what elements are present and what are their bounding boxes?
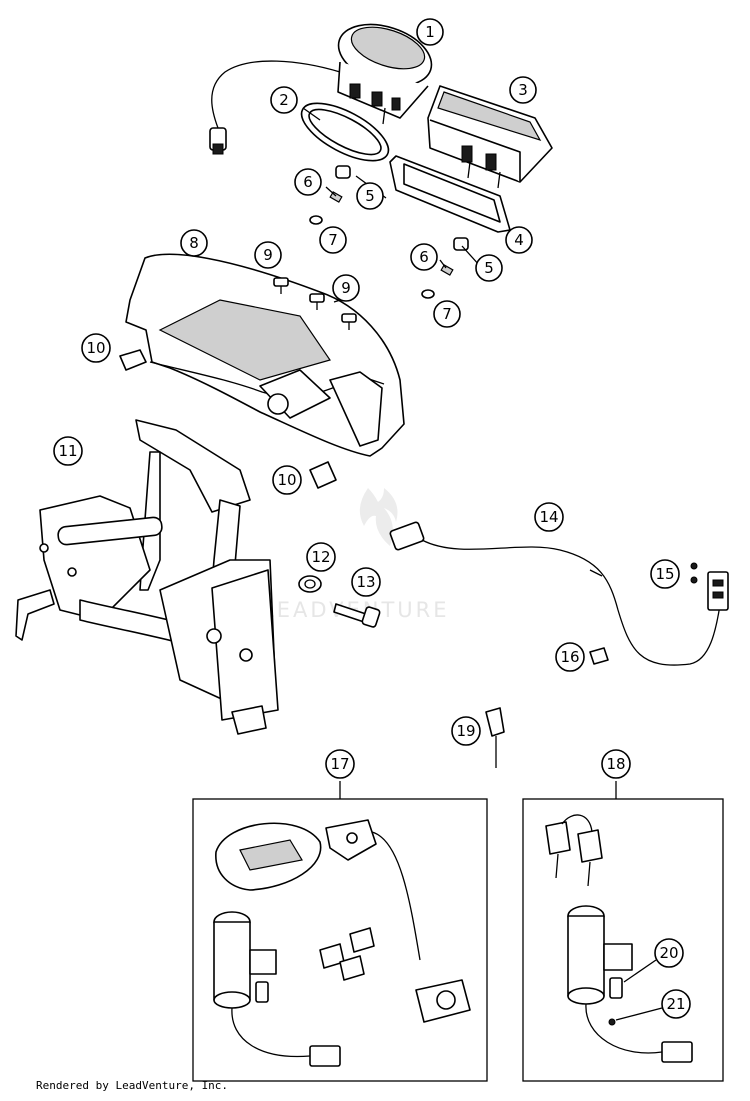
leader-lines-lower (615, 959, 663, 1021)
cylinder-set-box (522, 781, 724, 1082)
svg-text:7: 7 (442, 305, 452, 323)
callout-14: 14 (534, 502, 564, 532)
callout-18: 18 (601, 749, 631, 779)
speedometer-gauge (209, 23, 433, 155)
svg-text:8: 8 (189, 234, 199, 252)
callout-11: 11 (53, 436, 83, 466)
wiring-harness (389, 521, 729, 666)
display-gasket (389, 155, 511, 233)
svg-text:3: 3 (518, 81, 528, 99)
callout-20: 20 (654, 938, 684, 968)
svg-text:20: 20 (659, 944, 678, 962)
callout-1: 1 (416, 18, 444, 46)
callout-5b: 5 (475, 254, 503, 282)
svg-text:19: 19 (456, 722, 475, 740)
grommet-set-right (421, 237, 469, 299)
bolt (333, 603, 381, 628)
headlight-bracket (15, 419, 279, 735)
cable-clip (589, 647, 609, 665)
svg-text:7: 7 (328, 231, 338, 249)
svg-text:17: 17 (330, 755, 349, 773)
display-unit (427, 85, 553, 189)
callout-4: 4 (505, 226, 533, 254)
callout-6b: 6 (410, 243, 438, 271)
callout-19: 19 (451, 716, 481, 746)
callout-5a: 5 (356, 182, 384, 210)
svg-text:6: 6 (419, 248, 429, 266)
svg-text:21: 21 (666, 995, 685, 1013)
svg-text:16: 16 (560, 648, 579, 666)
callout-8: 8 (180, 229, 208, 257)
callout-13: 13 (351, 567, 381, 597)
watermark-logo: LEADVENTURE (262, 488, 447, 622)
svg-text:10: 10 (86, 339, 105, 357)
svg-text:9: 9 (341, 279, 351, 297)
ignition-key (485, 707, 505, 768)
svg-text:10: 10 (277, 471, 296, 489)
callout-3: 3 (509, 76, 537, 104)
callout-7a: 7 (319, 226, 347, 254)
callout-2: 2 (270, 86, 298, 114)
svg-text:14: 14 (539, 508, 558, 526)
svg-text:9: 9 (263, 246, 273, 264)
callout-9a: 9 (254, 241, 282, 269)
callout-15: 15 (650, 559, 680, 589)
svg-text:5: 5 (484, 259, 494, 277)
lock-set-box (192, 781, 488, 1082)
svg-text:4: 4 (514, 231, 524, 249)
svg-text:11: 11 (58, 442, 77, 460)
svg-text:2: 2 (279, 91, 289, 109)
instrument-cowl (125, 253, 405, 457)
callout-21: 21 (661, 989, 691, 1019)
svg-text:18: 18 (606, 755, 625, 773)
svg-text:1: 1 (425, 23, 435, 41)
svg-text:12: 12 (311, 548, 330, 566)
svg-text:5: 5 (365, 187, 375, 205)
screw-set (273, 277, 357, 330)
footer-credit: Rendered by LeadVenture, Inc. (36, 1079, 229, 1092)
callout-12: 12 (306, 542, 336, 572)
svg-text:15: 15 (655, 565, 674, 583)
svg-text:6: 6 (303, 173, 313, 191)
callout-6a: 6 (294, 168, 322, 196)
callout-9b: 9 (332, 274, 360, 302)
callout-7b: 7 (433, 300, 461, 328)
small-screws (690, 562, 698, 584)
svg-text:13: 13 (356, 573, 375, 591)
callout-16: 16 (555, 642, 585, 672)
clip-nut-lower (309, 461, 337, 489)
hex-nut (298, 575, 322, 593)
clip-nut-upper (119, 349, 147, 371)
callout-17: 17 (325, 749, 355, 779)
callout-10b: 10 (272, 465, 302, 495)
callout-10a: 10 (81, 333, 111, 363)
grommet-set-left (309, 165, 351, 225)
